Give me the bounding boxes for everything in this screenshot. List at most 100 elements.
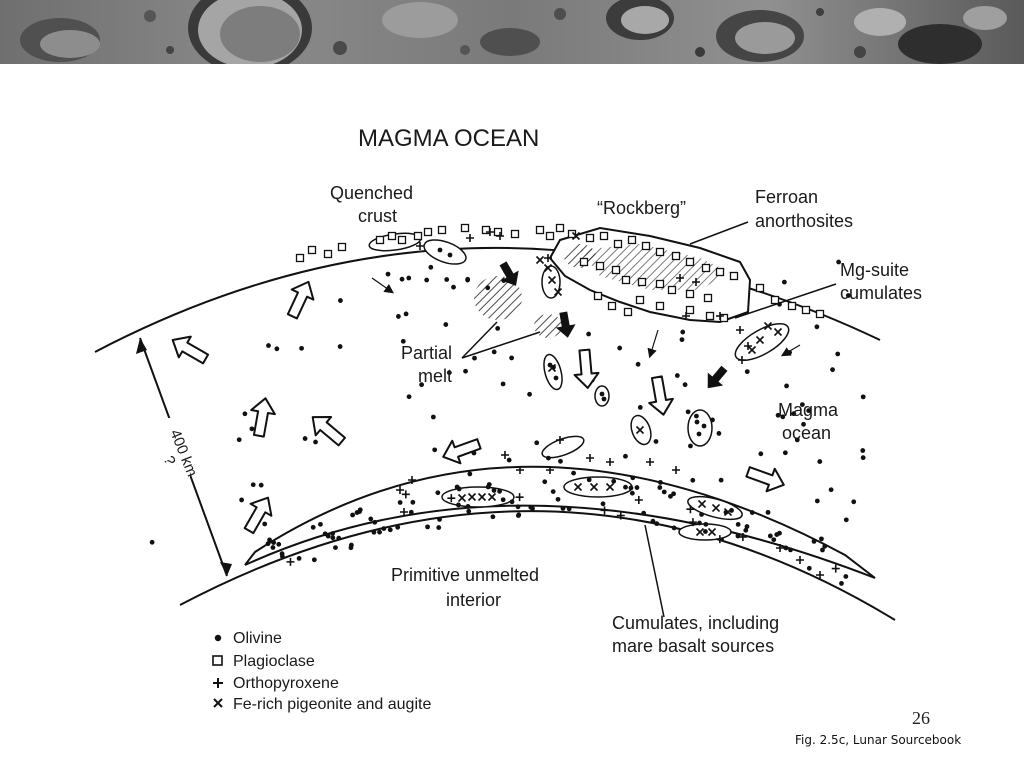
olivine-dot [566,506,572,512]
olivine-dot [350,512,355,518]
olivine-dot [262,521,268,527]
olivine-dot [279,553,285,559]
olivine-dot [400,338,406,344]
orthopyroxene-plus [676,274,684,282]
mineral-blob [423,239,467,265]
convection-arrow [438,431,485,470]
olivine-dot [371,529,377,535]
olivine-dot [354,510,360,515]
olivine-dot [239,497,245,503]
olivine-dot [446,370,452,376]
olivine-dot [516,513,521,519]
olivine-dot [767,533,773,539]
olivine-dot [674,373,680,378]
orthopyroxene-plus [688,518,697,527]
olivine-dot [694,419,700,425]
plagioclase-square [585,233,595,243]
orthopyroxene-plus [408,476,416,484]
olivine-dot [491,349,497,355]
pigeonite-cross [457,493,467,503]
plagioclase-square [397,235,407,245]
plagioclase-square [815,309,825,319]
olivine-dot [465,504,471,509]
olivine-dot [780,414,786,420]
olivine-dot [443,322,449,327]
partial-melt-region [534,314,562,338]
olivine-dot [634,485,640,490]
olivine-dot [472,355,477,361]
pigeonite-cross [755,335,765,345]
olivine-dot [500,497,506,503]
plagioclase-square [635,295,645,305]
olivine-dot [377,529,382,535]
plagioclase-square [555,223,565,233]
olivine-dot [271,540,277,546]
olivine-dot [839,581,844,586]
plagioclase-square [323,249,333,259]
olivine-dot [385,271,391,277]
pigeonite-cross [571,231,581,241]
olivine-dot [860,448,866,453]
olivine-dot [696,431,702,437]
olivine-dot [497,488,502,494]
olivine-dot [811,538,817,544]
olivine-dot [617,345,623,351]
orthopyroxene-plus [516,466,524,474]
olivine-dot [509,499,515,505]
olivine-dot [333,545,338,551]
olivine-dot [743,527,749,533]
pigeonite-cross [747,345,757,355]
orthopyroxene-symbol-icon [213,678,223,688]
olivine-dot [270,545,276,550]
pigeonite-cross [707,527,717,537]
svg-text:Cumulates, including: Cumulates, including [612,613,779,633]
olivine-dot [799,402,805,407]
olivine-dot [242,411,248,417]
svg-text:Mg-suite: Mg-suite [840,260,909,280]
depth-arrowhead-bottom [220,562,232,576]
olivine-dot [299,345,304,351]
olivine-dot [806,565,812,571]
olivine-dot [408,509,414,515]
leader-line [461,321,498,359]
olivine-dot [822,543,828,549]
olivine-dot [744,524,750,529]
pigeonite-cross [477,492,487,502]
olivine-dot [311,557,317,563]
diagram-title: MAGMA OCEAN [358,125,539,152]
orthopyroxene-plus [831,564,840,573]
plagioclase-square [627,235,637,245]
plagioclase-square [423,227,433,237]
orthopyroxene-plus [736,326,744,334]
svg-text:melt: melt [418,366,452,386]
olivine-dot [399,276,405,282]
orthopyroxene-plus [586,454,594,462]
olivine-dot [437,516,442,522]
leader-line [644,524,665,618]
pigeonite-symbol-icon [213,698,223,708]
orthopyroxene-plus [776,544,784,552]
olivine-dot [782,450,788,456]
svg-text:cumulates: cumulates [840,283,922,303]
olivine-dot [653,439,659,444]
orthopyroxene-plus [672,466,680,474]
olivine-dot [403,311,409,317]
olivine-dot [777,530,782,536]
orthopyroxene-plus [496,232,504,240]
olivine-dot [781,279,787,285]
svg-text:crust: crust [358,206,397,226]
primitive-interior-label: Primitive unmelted interior [391,565,539,610]
plagioclase-square [701,263,711,273]
olivine-dot [466,508,472,514]
olivine-dot [599,391,605,397]
flow-arrow [647,329,659,359]
olivine-dot [419,382,424,388]
olivine-dot [266,343,271,348]
svg-text:Orthopyroxene: Orthopyroxene [233,675,339,692]
orthopyroxene-plus [686,505,695,514]
magma-ocean-diagram: MAGMA OCEAN [94,125,922,713]
plagioclase-square [460,223,470,233]
olivine-dot [860,394,866,400]
orthopyroxene-plus [546,466,554,474]
olivine-dot [697,520,702,526]
